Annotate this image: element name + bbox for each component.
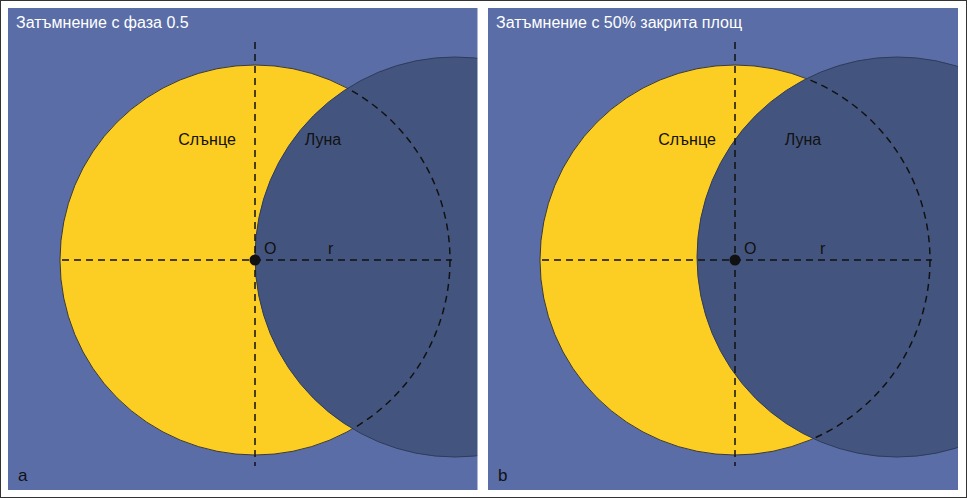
moon-label: Луна <box>305 131 341 149</box>
radius-label: r <box>328 240 333 258</box>
sun-label: Слънце <box>178 131 236 149</box>
radius-label: r <box>820 240 825 258</box>
center-point-label: O <box>744 240 756 258</box>
eclipse-panel: Затъмнение с 50% закрита площ b Слънце Луна… <box>488 8 958 490</box>
panel-title: Затъмнение с 50% закрита площ <box>496 14 742 32</box>
moon-disc: Луна <box>697 57 958 457</box>
sun-label: Слънце <box>658 131 716 149</box>
sun-disc: Слънце <box>540 65 930 455</box>
panel-title: Затъмнение с фаза 0.5 <box>16 14 189 32</box>
panel-letter: a <box>18 466 27 486</box>
center-point-label: O <box>264 240 276 258</box>
moon-label: Луна <box>785 131 821 149</box>
sun-disc: Слънце <box>60 65 450 455</box>
moon-disc: Луна <box>255 57 478 457</box>
panel-letter: b <box>498 466 507 486</box>
eclipse-panel: Затъмнение с фаза 0.5 a Слънце ЛунаOr <box>8 8 478 490</box>
